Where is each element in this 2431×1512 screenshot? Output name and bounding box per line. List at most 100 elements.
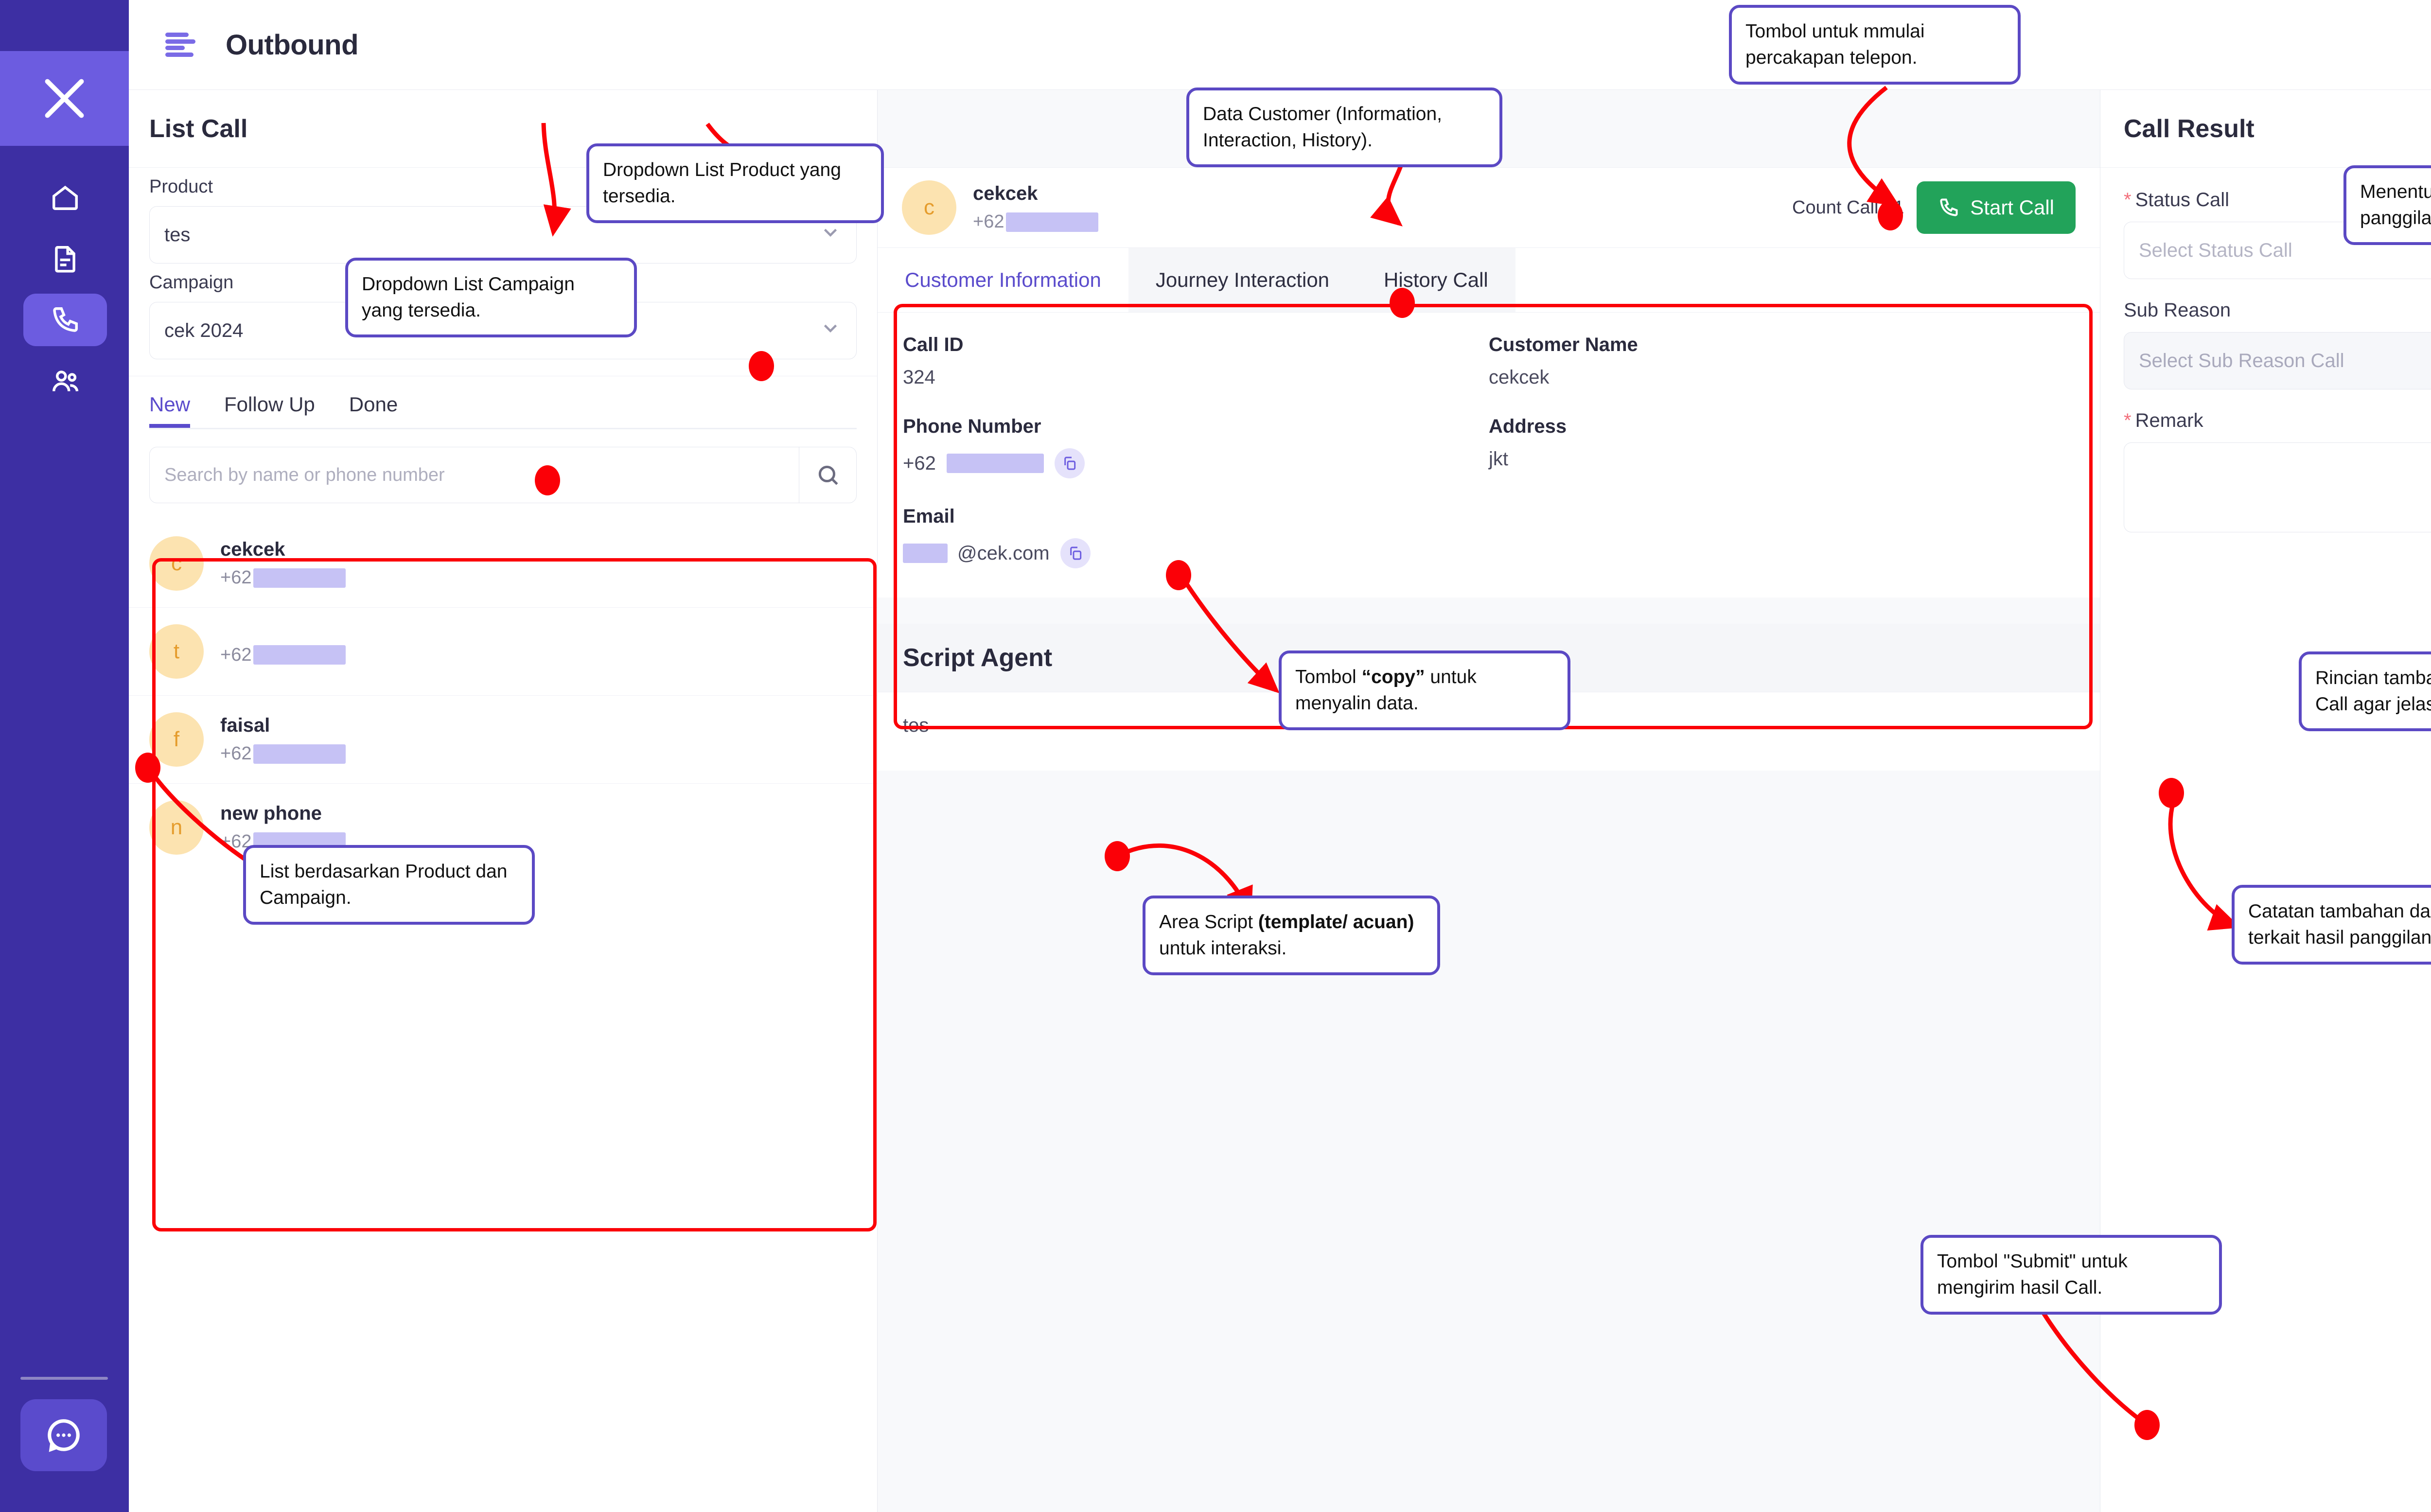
list-item[interactable]: c cekcek +62 <box>129 520 877 608</box>
left-nav-rail <box>0 0 129 1512</box>
search-icon <box>818 465 838 485</box>
customer-info-card: Customer Information Journey Interaction… <box>878 248 2100 598</box>
script-agent-body: tes <box>903 715 929 736</box>
field-label: Phone Number <box>903 416 1041 437</box>
copy-icon[interactable] <box>1054 448 1085 478</box>
top-bar: Outbound Sales 3 Agent Demo AGENT A <box>129 0 2431 90</box>
customer-tabs: Customer Information Journey Interaction… <box>878 248 2100 313</box>
field-address: Address jkt <box>1489 416 2075 478</box>
field-value: cekcek <box>1489 367 1550 388</box>
status-call-label: *Status Call <box>2124 189 2229 211</box>
field-email: Email @cek.com <box>903 506 1489 568</box>
search-input[interactable] <box>150 447 799 503</box>
callout-status-call: Menentukan hasil utama dari panggilan, <box>2343 165 2431 245</box>
search-bar <box>149 447 857 503</box>
phone-icon <box>53 307 78 332</box>
field-label: Customer Name <box>1489 334 1638 355</box>
tab-done[interactable]: Done <box>349 393 398 416</box>
tab-history-call[interactable]: History Call <box>1356 248 1515 312</box>
campaign-value: cek 2024 <box>164 319 244 341</box>
callout-remark: Catatan tambahan dari agent terkait hasi… <box>2232 885 2431 965</box>
sub-reason-placeholder: Select Sub Reason Call <box>2139 350 2344 371</box>
tab-follow-up[interactable]: Follow Up <box>224 393 315 416</box>
x-logo-icon <box>45 79 84 118</box>
callout-sub-reason: Rincian tambahan dari Reason Call agar j… <box>2299 651 2431 731</box>
callout-customer-data: Data Customer (Information, Interaction,… <box>1186 88 1502 167</box>
field-label: Address <box>1489 416 1567 437</box>
customer-panel: c cekcek +62 Count Call : 1 Start Call C… <box>878 90 2100 1512</box>
contact-phone: +62 <box>220 645 346 666</box>
required-asterisk: * <box>2124 189 2132 211</box>
active-contact-name: cekcek <box>973 183 1038 204</box>
callout-contact-list: List berdasarkan Product dan Campaign. <box>243 845 535 925</box>
callout-campaign-dropdown: Dropdown List Campaign yang tersedia. <box>345 258 637 337</box>
callout-product-dropdown: Dropdown List Product yang tersedia. <box>586 143 884 223</box>
contact-name: faisal <box>220 715 270 736</box>
active-contact-row: c cekcek +62 Count Call : 1 Start Call <box>878 168 2100 248</box>
chevron-down-icon <box>819 317 842 344</box>
start-call-label: Start Call <box>1970 196 2054 219</box>
contact-phone: +62 <box>220 743 346 764</box>
avatar: f <box>149 712 204 767</box>
product-value: tes <box>164 224 191 246</box>
field-phone-number: Phone Number +62 <box>903 416 1489 478</box>
campaign-label: Campaign <box>149 272 234 293</box>
start-call-button[interactable]: Start Call <box>1917 181 2076 234</box>
avatar: c <box>149 536 204 591</box>
search-button[interactable] <box>799 447 856 503</box>
call-result-form: *Status Call Select Status Call Reason C… <box>2100 168 2431 532</box>
page-title: Outbound <box>226 29 359 61</box>
customer-fields: Call ID 324 Customer Name cekcek Phone N… <box>878 313 2100 598</box>
file-icon <box>55 246 75 273</box>
tab-customer-information[interactable]: Customer Information <box>878 248 1128 312</box>
avatar: c <box>902 180 956 235</box>
required-asterisk: * <box>2124 410 2132 431</box>
avatar: t <box>149 624 204 679</box>
remark-textarea[interactable] <box>2124 442 2431 532</box>
sub-reason-field: Sub Reason Select Sub Reason Call <box>2124 299 2431 389</box>
field-customer-name: Customer Name cekcek <box>1489 334 2075 388</box>
home-icon <box>53 185 78 210</box>
app-logo[interactable] <box>0 51 129 146</box>
sidebar-item-users[interactable] <box>23 355 107 407</box>
chat-button[interactable] <box>20 1399 107 1471</box>
sub-reason-select[interactable]: Select Sub Reason Call <box>2124 332 2431 389</box>
callout-copy-button: Tombol “copy” untuk menyalin data. <box>1279 651 1570 730</box>
call-result-panel: Call Result *Status Call Select Status C… <box>2100 90 2431 1512</box>
sidebar-divider <box>20 1377 108 1380</box>
list-item[interactable]: t +62 <box>129 608 877 696</box>
status-tabs: New Follow Up Done <box>129 376 877 428</box>
contact-name: cekcek <box>220 539 285 560</box>
active-contact-phone: +62 <box>973 211 1099 232</box>
hamburger-menu-icon[interactable] <box>165 33 195 57</box>
field-value: @cek.com <box>903 538 1489 568</box>
field-label: Call ID <box>903 334 964 355</box>
workspace: List Call Product tes Campaign cek 2024 … <box>129 90 2431 1512</box>
status-call-placeholder: Select Status Call <box>2139 239 2292 261</box>
sidebar-item-call[interactable] <box>23 294 107 346</box>
tabs-underline <box>149 428 857 429</box>
field-value: +62 <box>903 448 1489 478</box>
tab-journey-interaction[interactable]: Journey Interaction <box>1128 248 1357 312</box>
callout-start-call: Tombol untuk mmulai percakapan telepon. <box>1729 5 2021 85</box>
callout-submit: Tombol "Submit" untuk mengirim hasil Cal… <box>1920 1235 2222 1315</box>
field-label: Email <box>903 506 955 527</box>
contact-name: new phone <box>220 803 322 824</box>
count-call-label: Count Call : 1 <box>1792 197 1904 218</box>
avatar: n <box>149 800 204 855</box>
users-icon <box>53 370 79 392</box>
chevron-down-icon <box>819 221 842 248</box>
contact-list: c cekcek +62 t +62 f faisal +62 <box>129 520 877 871</box>
copy-icon[interactable] <box>1060 538 1091 568</box>
sidebar-item-report[interactable] <box>23 232 107 285</box>
list-item[interactable]: f faisal +62 <box>129 696 877 784</box>
sidebar-item-home[interactable] <box>23 171 107 224</box>
product-label: Product <box>149 176 213 197</box>
contact-phone: +62 <box>220 567 346 588</box>
callout-script-agent: Area Script (template/ acuan) untuk inte… <box>1143 896 1440 975</box>
field-value: 324 <box>903 367 935 388</box>
chat-bubble-icon <box>48 1419 80 1452</box>
sub-reason-label: Sub Reason <box>2124 299 2231 321</box>
tab-new[interactable]: New <box>149 393 191 428</box>
phone-icon <box>1940 198 1958 216</box>
